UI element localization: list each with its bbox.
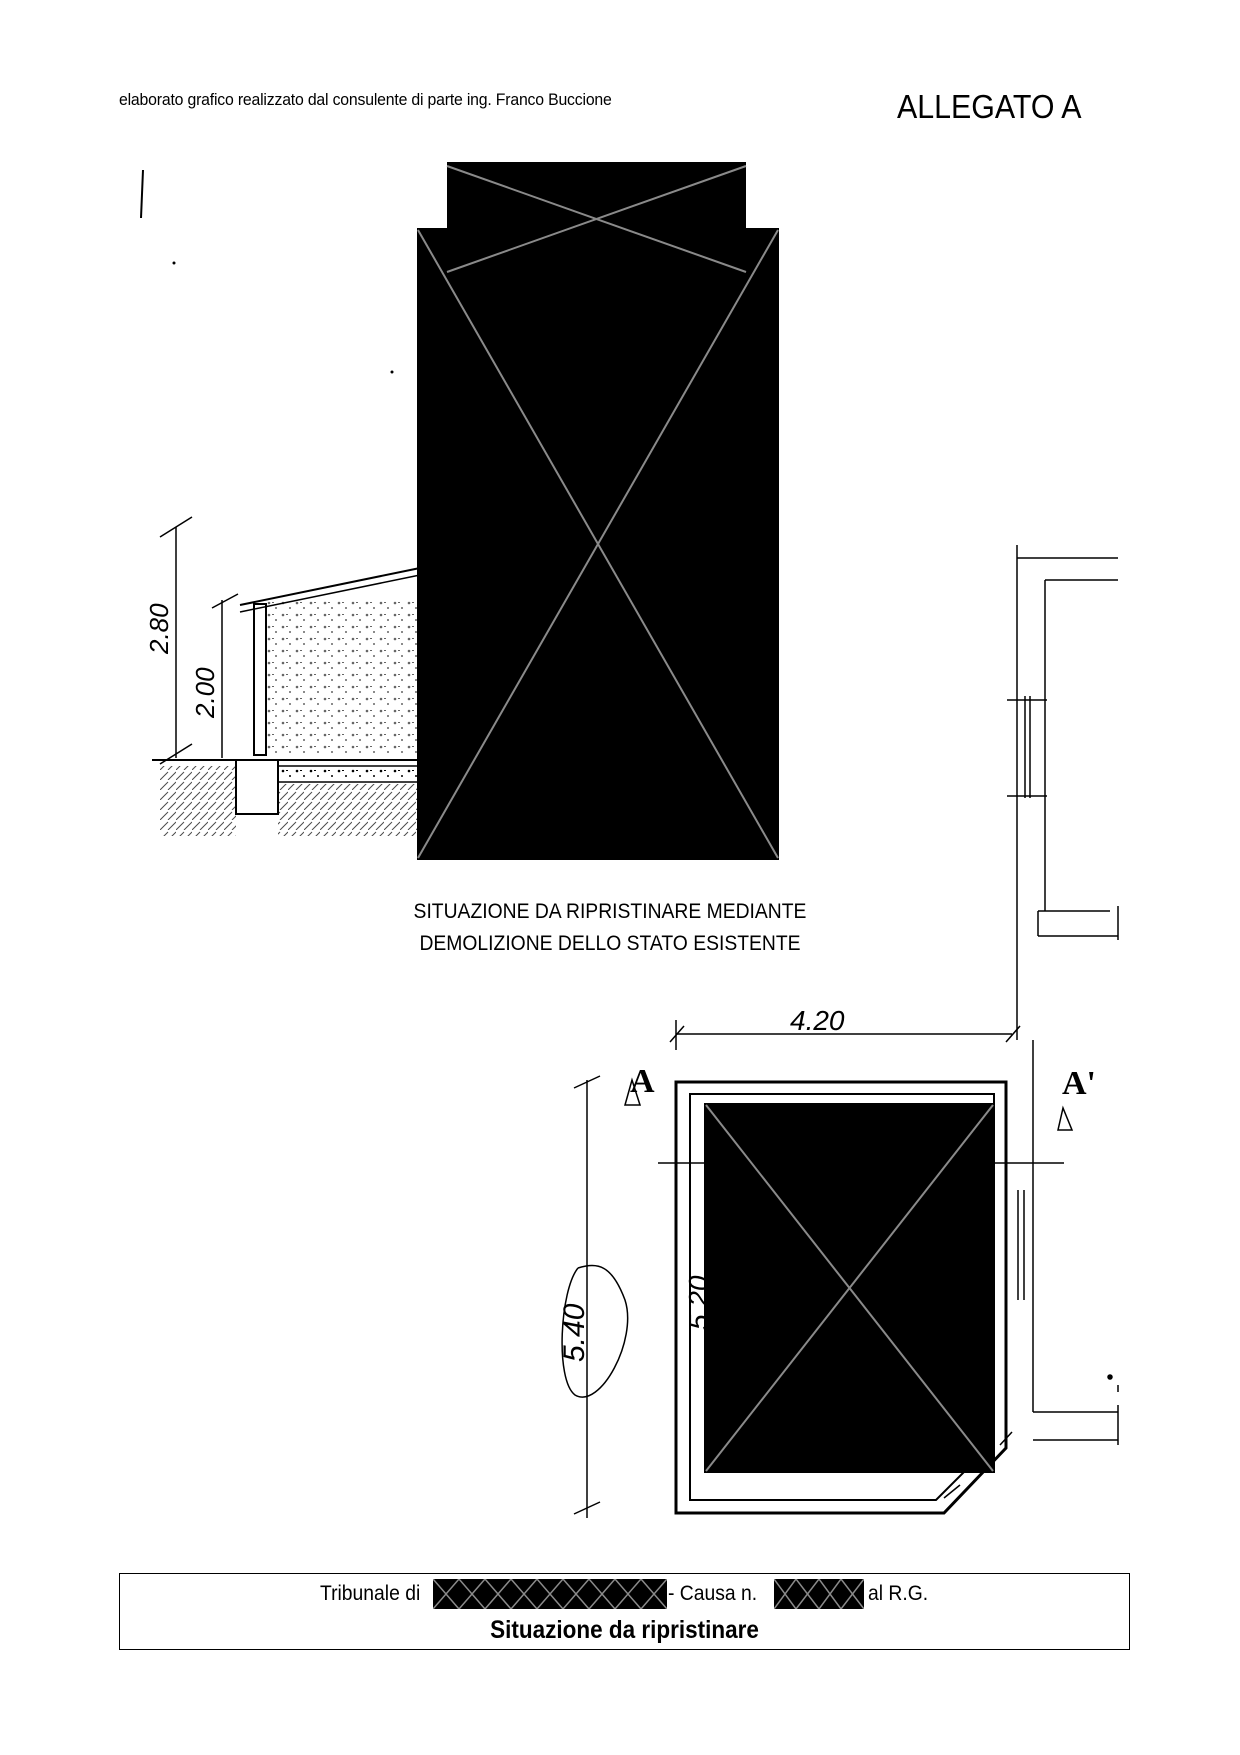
attachment-label: ALLEGATO A — [897, 88, 1082, 125]
redacted-case-number — [774, 1579, 864, 1609]
section-view — [152, 516, 421, 836]
dim-plan-width: 4.20 — [790, 1005, 845, 1036]
rg-suffix: al R.G. — [868, 1582, 929, 1605]
case-label: - Causa n. — [668, 1582, 758, 1605]
section-mark-right: A' — [1062, 1065, 1096, 1102]
header-note: elaborato grafico realizzato dal consule… — [119, 90, 612, 109]
title-block: Tribunale di - Causa n. al R.G. Situazio… — [119, 1573, 1130, 1650]
caption-line-1: SITUAZIONE DA RIPRISTINARE MEDIANTE — [413, 900, 807, 923]
title-block-subject: Situazione da ripristinare — [490, 1616, 759, 1644]
redaction-block-lower — [704, 1103, 995, 1473]
dim-plan-outer-length: 5.40 — [558, 1303, 591, 1362]
dim-total-height: 2.80 — [144, 603, 174, 655]
redaction-block-upper — [417, 162, 779, 860]
dim-wall-height: 2.00 — [190, 667, 220, 719]
adjacent-building — [1007, 545, 1119, 1445]
stray-marks — [140, 169, 394, 374]
section-mark-left: A — [630, 1063, 655, 1100]
caption-line-2: DEMOLIZIONE DELLO STATO ESISTENTE — [419, 932, 801, 955]
court-prefix: Tribunale di — [320, 1582, 421, 1605]
redacted-court-name — [433, 1579, 667, 1609]
